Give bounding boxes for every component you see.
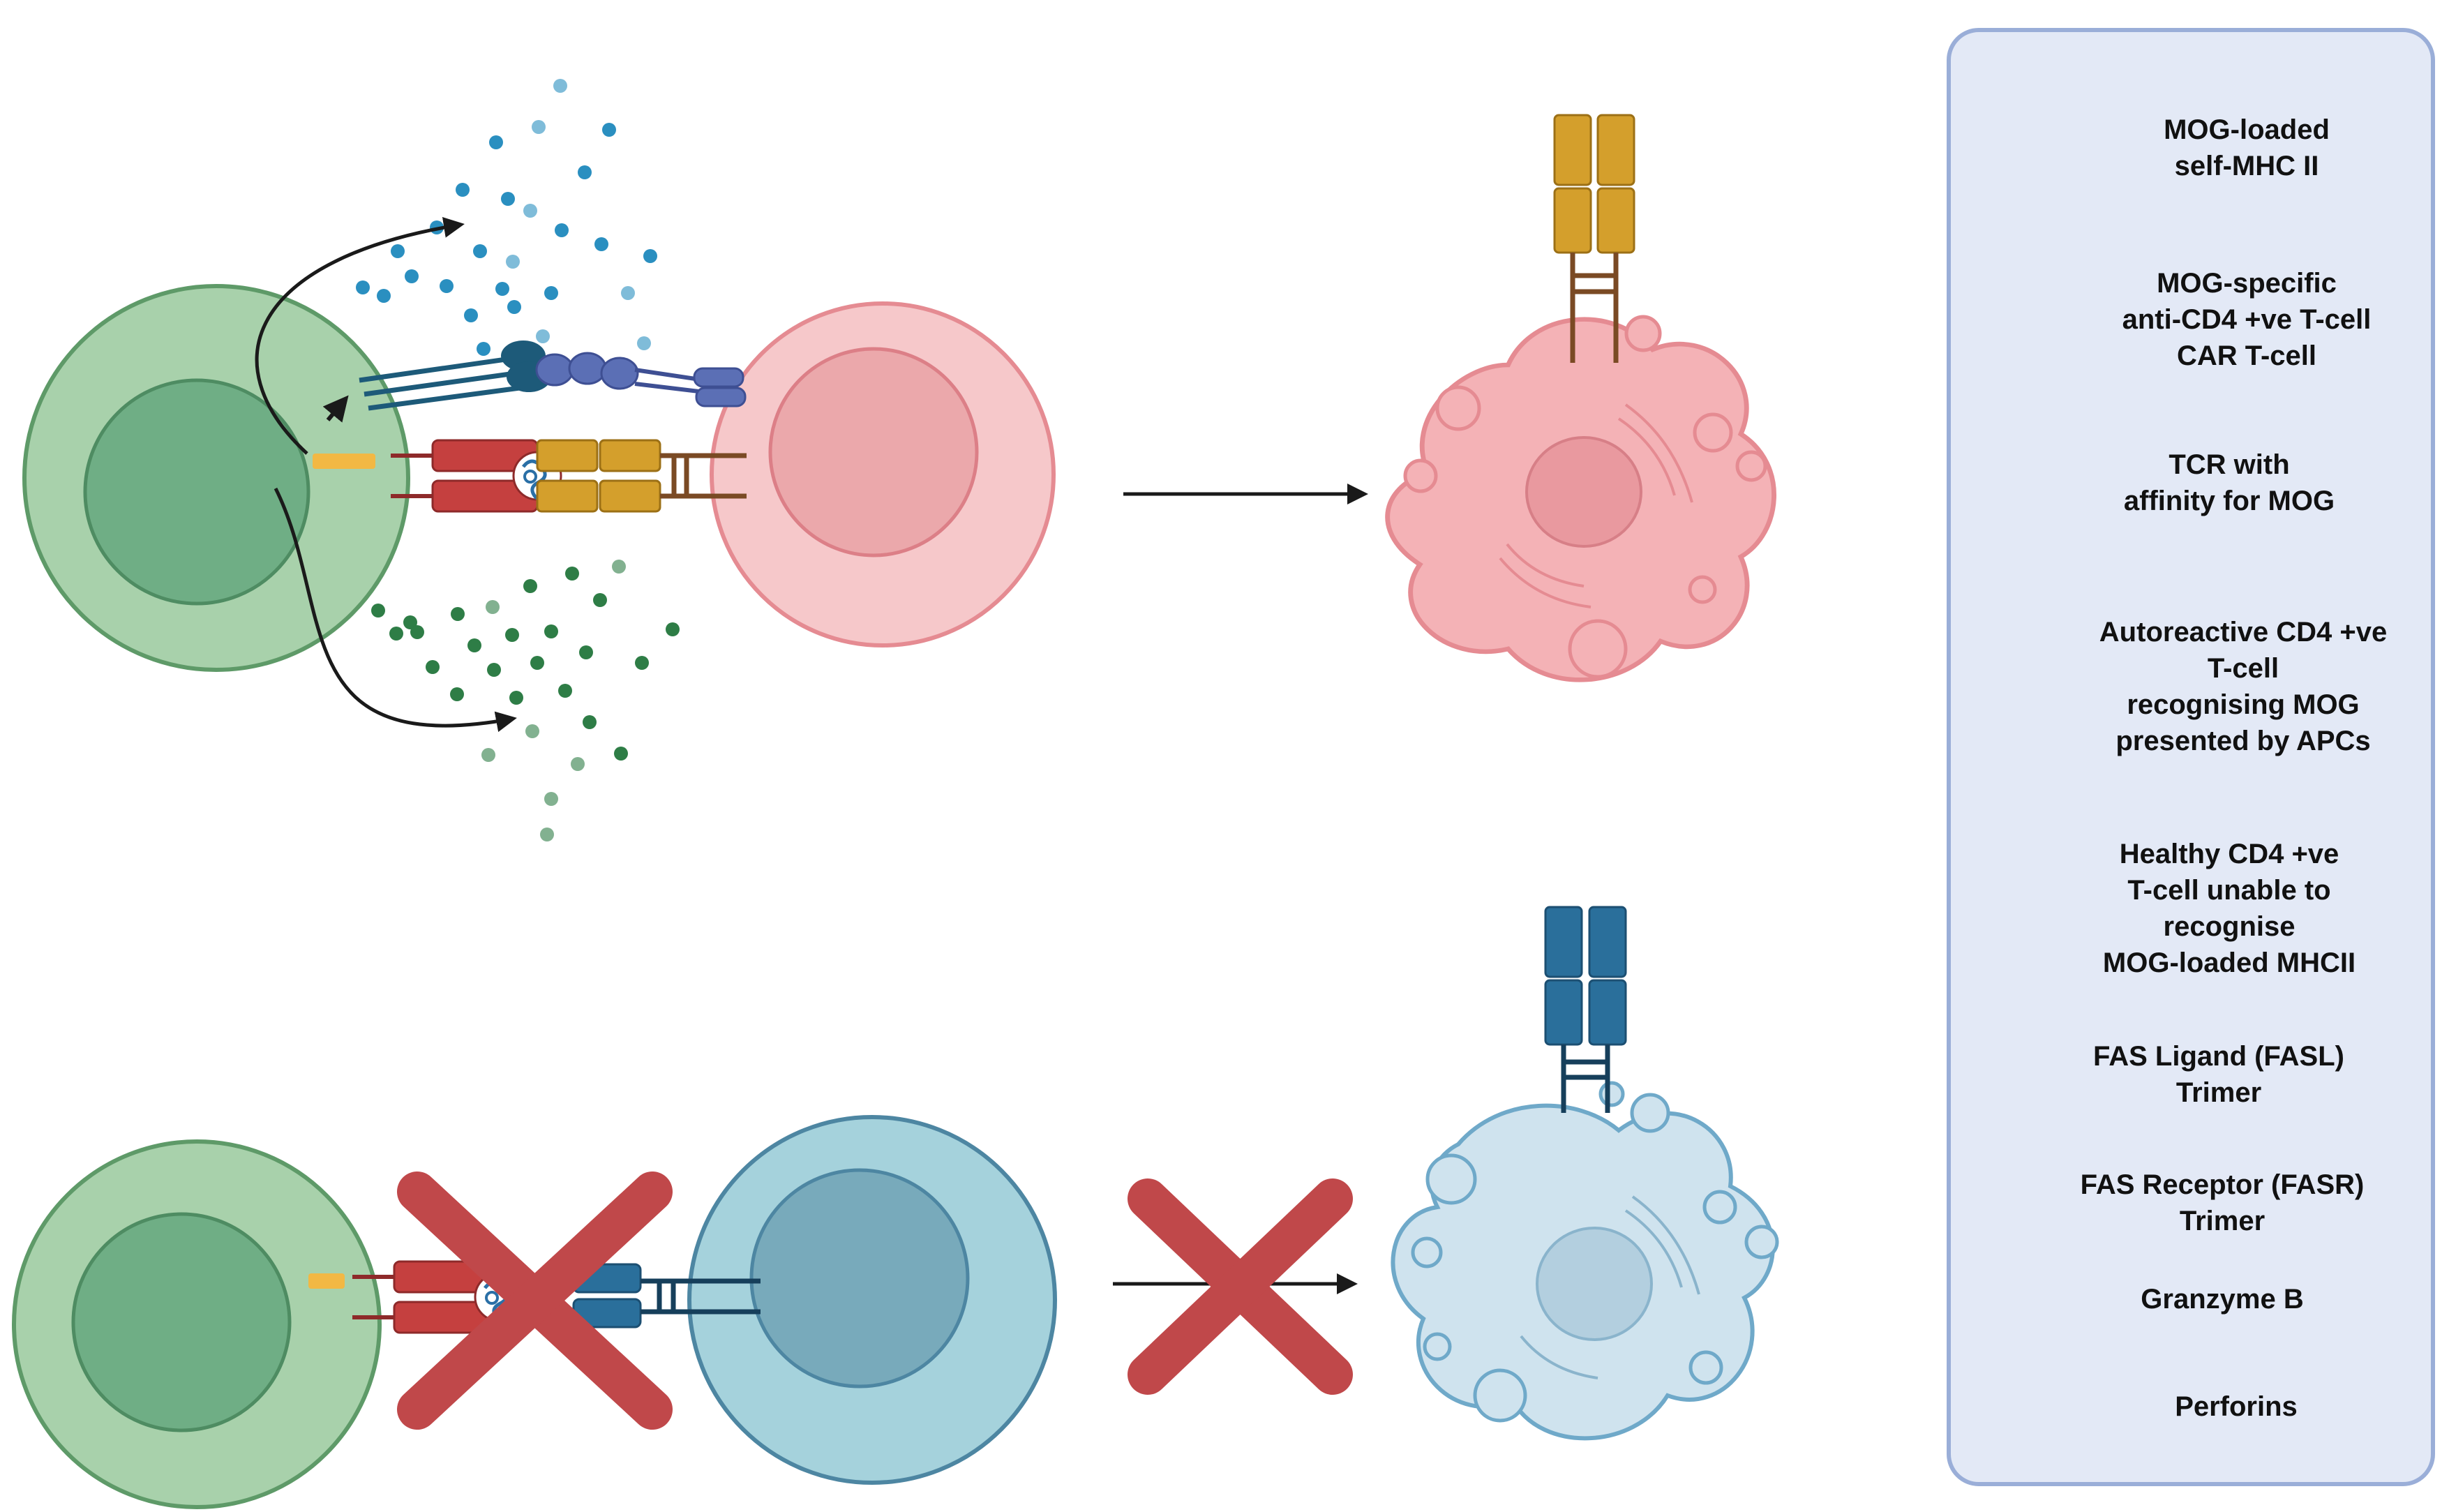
perforin-dots-top [371,560,680,841]
legend-label-healthy: Healthy CD4 +ve T-cell unable to recogni… [2102,839,2356,978]
legend-label-perforin: Perforins [2175,1391,2298,1422]
granzyme-arrow [255,216,465,455]
legend-label-car-t-cell: MOG-specific anti-CD4 +ve T-cell CAR T-c… [2122,268,2372,371]
healthy-cell-right [1391,1081,1779,1441]
fasl-fasr-complex [359,340,747,411]
healthy-tcr-right [1544,906,1627,1113]
cross-icon-interaction [397,1172,673,1430]
legend-label-mog-mhc: MOG-loaded self-MHC II [2164,114,2330,181]
tcr-apoptotic-top [1553,114,1635,363]
car-t-cell-bottom [12,1139,382,1509]
legend-label-autoreactive: Autoreactive CD4 +ve T-cell recognising … [2099,617,2388,756]
legend-label-granzyme: Granzyme B [2141,1284,2304,1315]
legend-label-tcr: TCR with affinity for MOG [2123,449,2335,516]
legend-panel [1947,28,2435,1486]
car-t-cell-top [22,284,410,672]
legend-label-fasl: FAS Ligand (FASL) Trimer [2093,1041,2344,1108]
autoreactive-t-cell-top [710,301,1056,648]
legend-label-fasr: FAS Receptor (FASR) Trimer [2080,1169,2365,1236]
healthy-t-cell-bottom [687,1115,1057,1485]
mog-stub-top [313,454,375,469]
mhc-ii-top [391,440,561,511]
cross-icon-apoptosis [1128,1178,1353,1395]
granzyme-b-dots-top [356,79,657,356]
mog-stub-bottom [308,1273,345,1289]
small-arrow [322,395,349,423]
perforin-arrow [274,487,517,733]
apoptotic-autoreactive-cell [1388,315,1774,680]
